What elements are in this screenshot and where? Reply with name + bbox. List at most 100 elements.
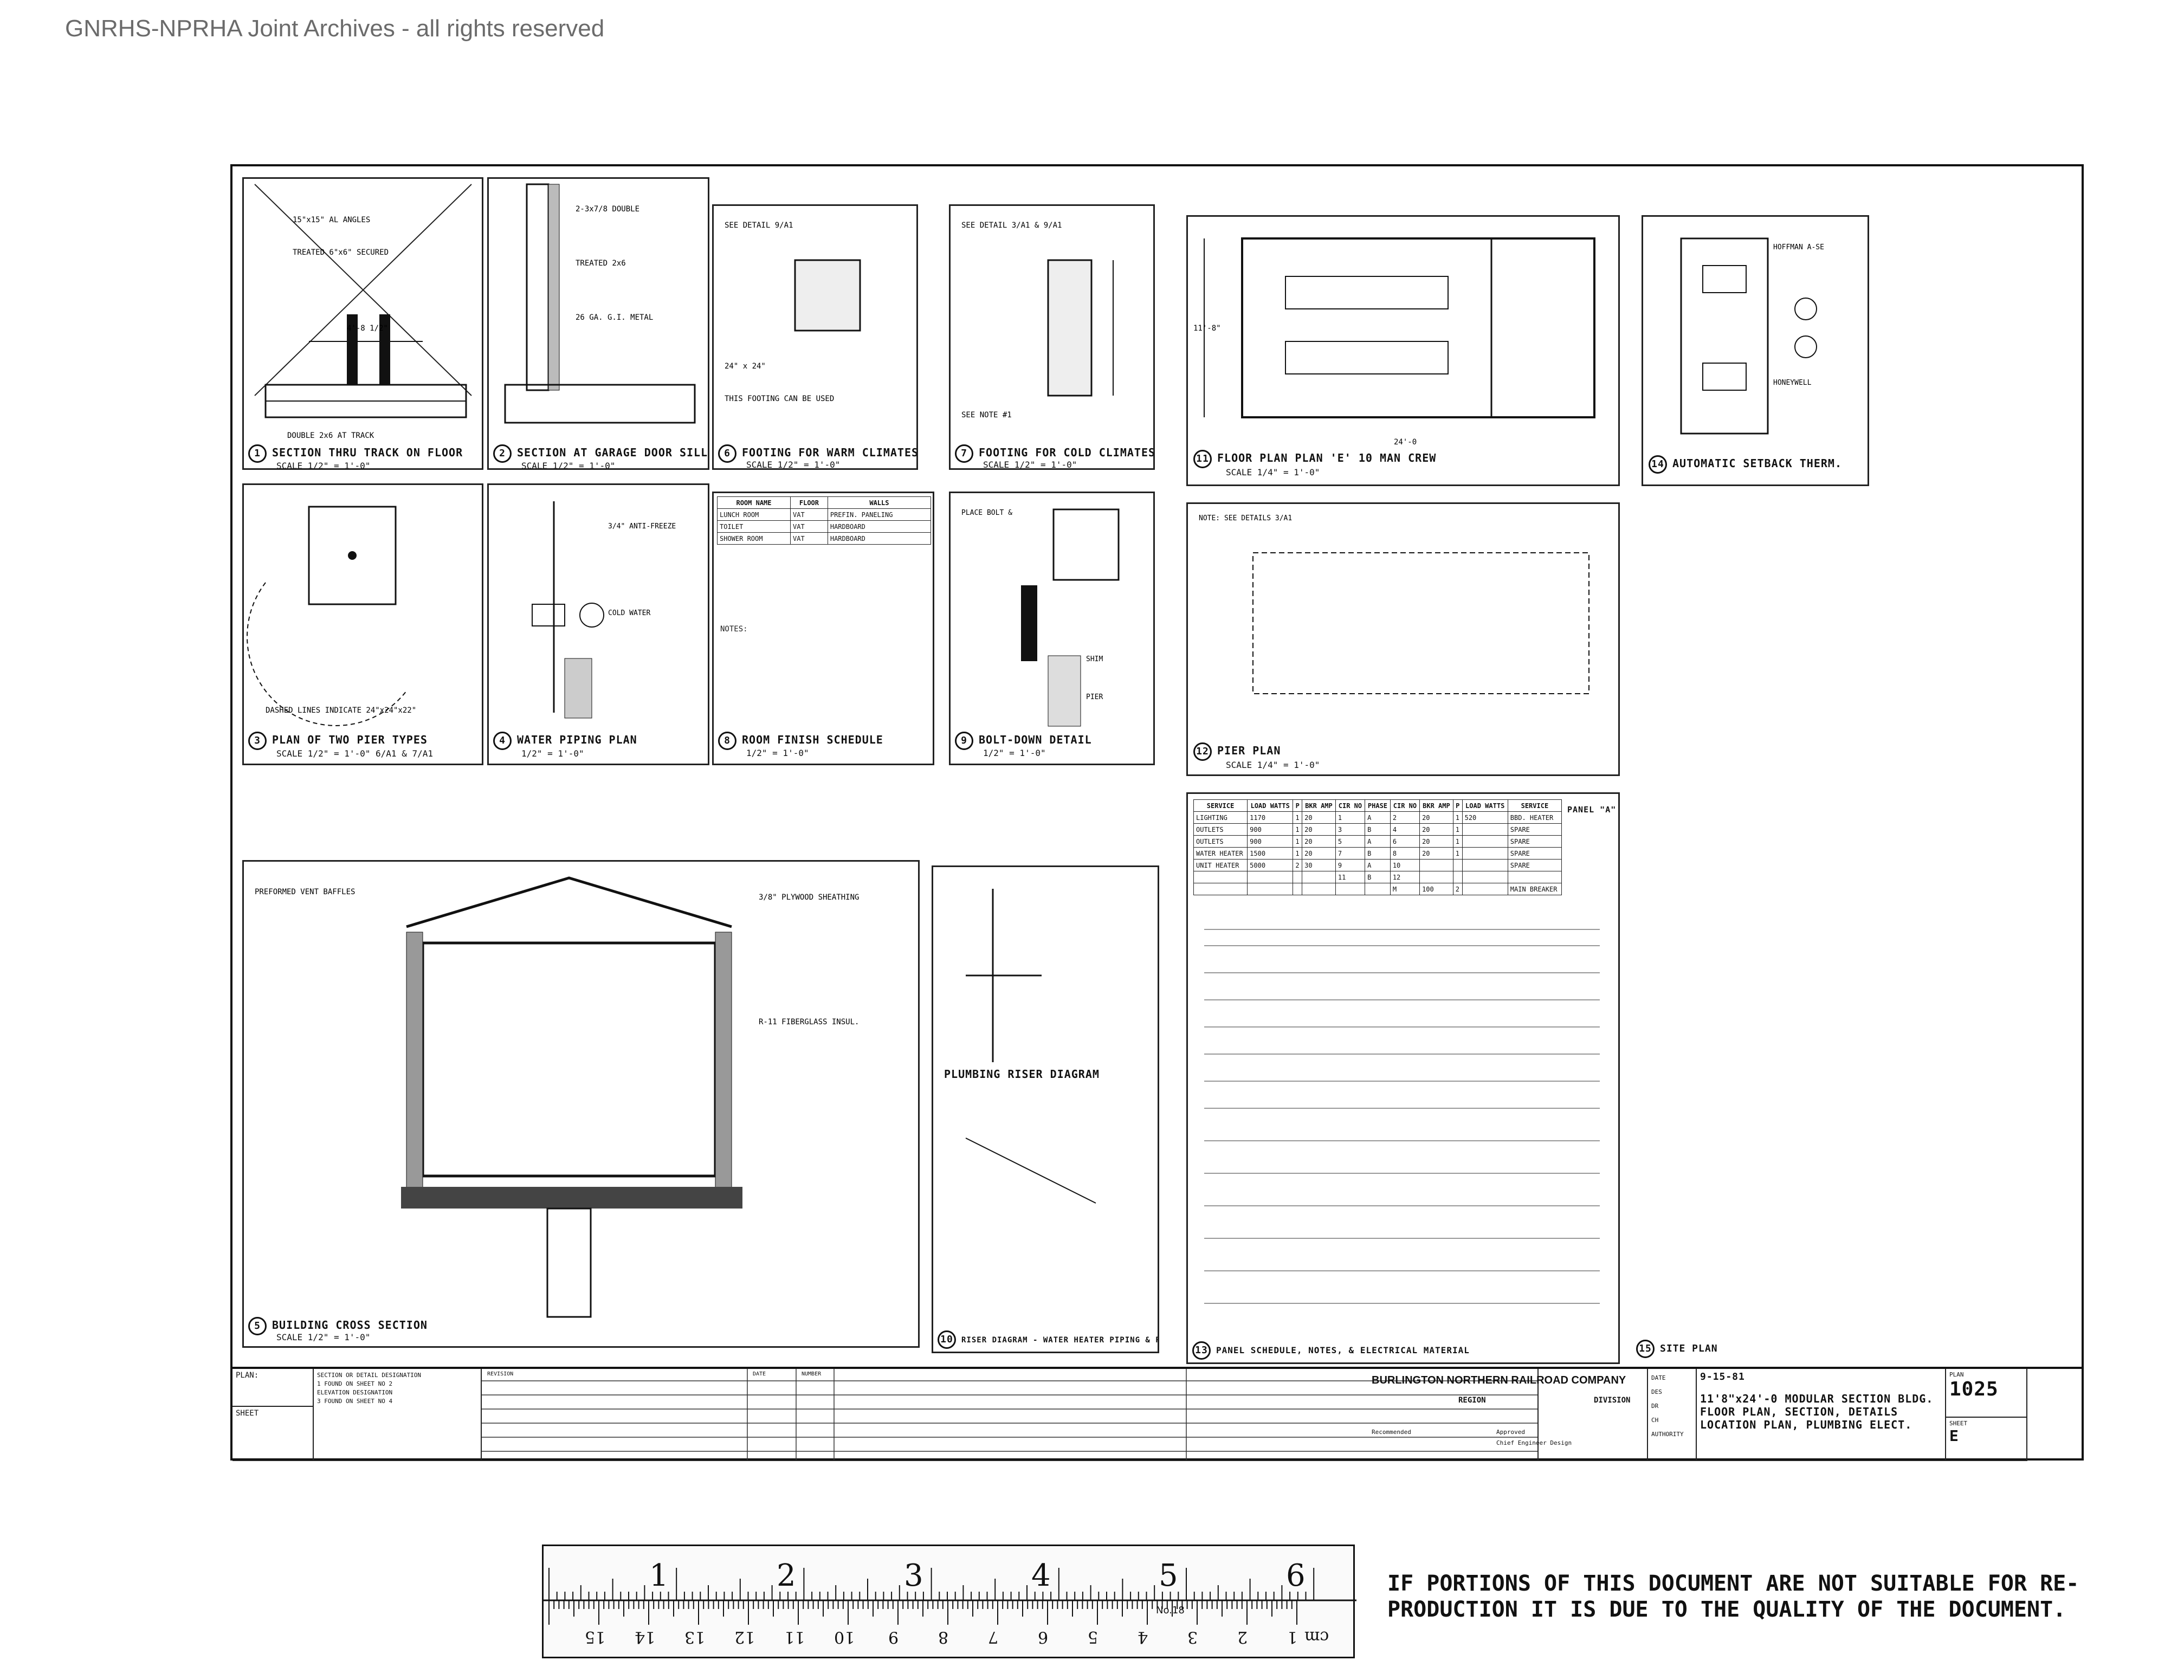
bolt-down-drawing: PLACE BOLT & SHIM PIER: [961, 508, 1120, 727]
room-finish-table: ROOM NAME FLOOR WALLS LUNCH ROOM VAT PRE…: [716, 496, 932, 545]
plumbing-riser-label: PLUMBING RISER DIAGRAM: [944, 1068, 1100, 1081]
inch-number: 3: [904, 1558, 923, 1593]
table-cell: 20: [1419, 847, 1453, 860]
svg-text:TREATED 2x6: TREATED 2x6: [576, 259, 626, 268]
room-finish-notes-label: NOTES:: [720, 625, 748, 634]
plan-number-label: PLAN: [1949, 1371, 1964, 1378]
table-row: TOILET VAT HARDBOARD: [716, 520, 932, 533]
table-cell: SHOWER ROOM: [716, 532, 791, 545]
svg-text:24" x 24": 24" x 24": [725, 362, 766, 371]
drawing-sheet: 15"x15" AL ANGLES TREATED 6"x6" SECURED …: [230, 164, 2084, 1461]
table-cell: 12: [1390, 871, 1420, 883]
table-cell: 20: [1302, 835, 1336, 848]
approved-label: Approved: [1496, 1429, 1525, 1436]
date-header: DATE: [753, 1371, 766, 1377]
ruler-ticks: [544, 1568, 1356, 1625]
detail-11-scale: SCALE 1/4" = 1'-0": [1226, 467, 1320, 477]
table-cell: BBD. HEATER: [1507, 811, 1562, 824]
division-label: DIVISION: [1594, 1396, 1631, 1405]
detail-room-finish: ROOM NAME FLOOR WALLS LUNCH ROOM VAT PRE…: [712, 492, 934, 765]
table-cell: 900: [1247, 823, 1294, 836]
table-cell: 1170: [1247, 811, 1294, 824]
svg-text:2-3x7/8 DOUBLE: 2-3x7/8 DOUBLE: [576, 205, 639, 214]
panel-header: SERVICE: [1507, 799, 1562, 812]
designation-legend: SECTION OR DETAIL DESIGNATION 1 FOUND ON…: [314, 1369, 482, 1461]
cm-number: 11: [784, 1627, 805, 1646]
drawing-title-block: 9-15-81 11'8"x24'-0 MODULAR SECTION BLDG…: [1697, 1369, 1946, 1461]
cm-number: 8: [938, 1627, 949, 1646]
table-cell: PREFIN. PANELING: [827, 508, 932, 521]
detail-7-scale: SCALE 1/2" = 1'-0": [983, 460, 1077, 470]
detail-footing-warm: SEE DETAIL 9/A1 24" x 24" THIS FOOTING C…: [712, 204, 918, 470]
ruler-model: No.18: [1156, 1605, 1185, 1616]
detail-garage-door-sill: 2-3x7/8 DOUBLE TREATED 2x6 26 GA. G.I. M…: [487, 177, 709, 470]
inch-number: 4: [1031, 1558, 1051, 1593]
measuring-ruler: 1 2 3 4 5 6 No.18 1 cm 2 3 4 5 6 7 8 9 1…: [542, 1545, 1356, 1658]
cm-number: 12: [734, 1627, 755, 1646]
company-name: BURLINGTON NORTHERN RAILROAD COMPANY: [1372, 1374, 1626, 1386]
cm-number: 2: [1237, 1627, 1248, 1646]
table-row: LUNCH ROOM VAT PREFIN. PANELING: [716, 508, 932, 521]
cm-number: 14: [635, 1627, 656, 1646]
archive-watermark: GNRHS-NPRHA Joint Archives - all rights …: [65, 15, 605, 42]
svg-text:SEE NOTE #1: SEE NOTE #1: [961, 411, 1012, 419]
legend-found-1: 1 FOUND ON SHEET NO 2: [317, 1380, 393, 1387]
table-cell: TOILET: [716, 520, 791, 533]
drawing-title-line-1: 11'8"x24'-0 MODULAR SECTION BLDG.: [1700, 1392, 1934, 1405]
detail-panel-schedule: SERVICE LOAD WATTS P BKR AMP CIR NO PHAS…: [1186, 792, 1620, 1364]
table-cell: 11: [1335, 871, 1366, 883]
legend-section: SECTION OR DETAIL DESIGNATION: [317, 1372, 422, 1379]
svg-text:NOTE: SEE DETAILS 3/A1: NOTE: SEE DETAILS 3/A1: [1199, 514, 1292, 522]
detail-3-scale: SCALE 1/2" = 1'-0" 6/A1 & 7/A1: [276, 748, 433, 759]
inch-number: 1: [649, 1558, 669, 1593]
table-cell: 100: [1419, 883, 1453, 895]
svg-text:DASHED LINES INDICATE 24"x24"x: DASHED LINES INDICATE 24"x24"x22": [266, 706, 416, 715]
svg-text:COLD WATER: COLD WATER: [608, 609, 650, 617]
svg-text:PLACE BOLT &: PLACE BOLT &: [961, 509, 1012, 517]
svg-text:SHIM: SHIM: [1086, 655, 1103, 663]
legend-elevation: ELEVATION DESIGNATION: [317, 1389, 393, 1396]
date-key: DATE: [1651, 1374, 1666, 1381]
table-cell: WATER HEATER: [1193, 847, 1248, 860]
panel-header: LOAD WATTS: [1462, 799, 1508, 812]
table-cell: VAT: [790, 508, 828, 521]
company-block: BURLINGTON NORTHERN RAILROAD COMPANY REG…: [1366, 1369, 1648, 1461]
room-finish-header: WALLS: [827, 496, 932, 509]
table-cell: LUNCH ROOM: [716, 508, 791, 521]
quality-notice: IF PORTIONS OF THIS DOCUMENT ARE NOT SUI…: [1387, 1571, 2079, 1622]
electrical-notes-lines: [1204, 929, 1600, 1304]
inch-number: 2: [777, 1558, 796, 1593]
table-cell: 20: [1302, 847, 1336, 860]
pier-types-drawing: DASHED LINES INDICATE 24"x24"x22": [247, 506, 416, 726]
table-cell: [1247, 883, 1294, 895]
footing-cold-drawing: SEE DETAIL 3/A1 & 9/A1 SEE NOTE #1: [961, 221, 1114, 419]
cm-number: 9: [888, 1627, 899, 1646]
recommended-label: Recommended: [1372, 1429, 1411, 1436]
table-cell: [1335, 883, 1366, 895]
svg-text:26 GA. G.I. METAL: 26 GA. G.I. METAL: [576, 313, 653, 322]
cm-number: 15: [585, 1627, 606, 1646]
garage-sill-drawing: 2-3x7/8 DOUBLE TREATED 2x6 26 GA. G.I. M…: [504, 183, 696, 424]
svg-text:11'-8": 11'-8": [1193, 324, 1221, 333]
setback-therm-diagram: HOFFMAN A-SE HONEYWELL: [1680, 237, 1824, 435]
water-piping-drawing: 3/4" ANTI-FREEZE COLD WATER: [532, 501, 676, 719]
table-cell: LIGHTING: [1193, 811, 1248, 824]
inch-number: 5: [1159, 1558, 1178, 1593]
plan-label: PLAN:: [232, 1369, 314, 1407]
